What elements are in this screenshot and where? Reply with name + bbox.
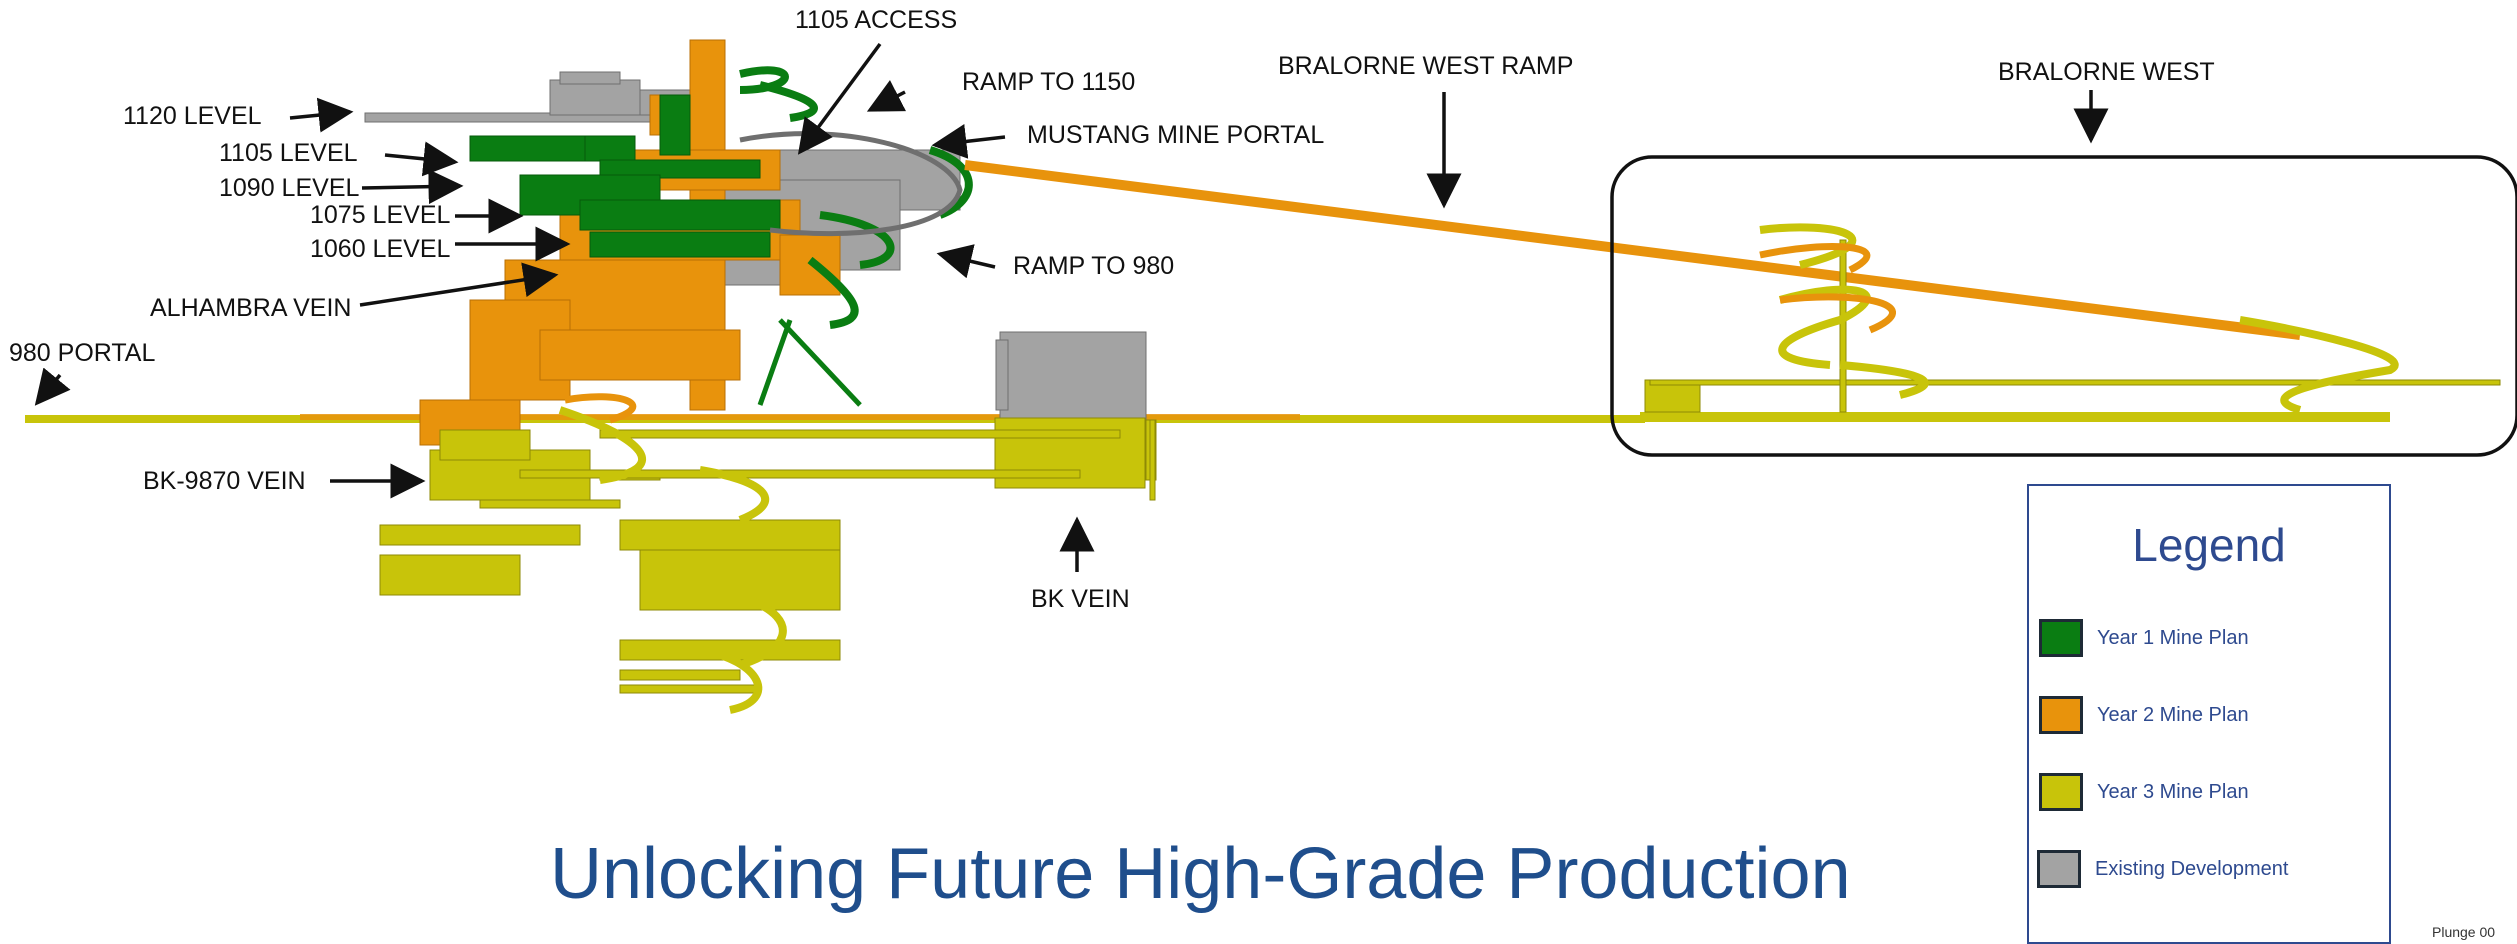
legend: Legend Year 1 Mine Plan Year 2 Mine Plan… [2027,484,2391,944]
legend-swatch-year3 [2039,773,2083,811]
label-1105-level: 1105 LEVEL [219,139,358,167]
footer-text: Plunge 00 [2432,924,2496,940]
legend-swatch-year1 [2039,619,2083,657]
page-title: Unlocking Future High-Grade Production [550,834,1851,914]
label-arrows [34,42,2109,572]
legend-item-year3: Year 3 Mine Plan [2039,770,2249,814]
label-1060-level: 1060 LEVEL [310,235,451,263]
legend-title: Legend [2132,519,2286,571]
year1-development [469,94,781,258]
label-980-portal: 980 PORTAL [9,339,156,367]
label-1090-level: 1090 LEVEL [219,174,360,202]
label-ramp-to-1150: RAMP TO 1150 [962,68,1136,96]
label-ramp-to-980: RAMP TO 980 [1013,252,1175,280]
legend-item-existing: Existing Development [2037,847,2288,891]
label-bralorne-west-ramp: BRALORNE WEST RAMP [1278,52,1574,80]
year3-stopes [379,239,2501,694]
legend-label-existing: Existing Development [2095,857,2289,880]
label-alhambra-vein: ALHAMBRA VEIN [150,294,352,322]
label-1120-level: 1120 LEVEL [123,102,262,130]
legend-swatch-existing [2037,850,2081,888]
label-bk-vein: BK VEIN [1031,585,1130,613]
year2-ramps [564,243,1897,424]
legend-item-year2: Year 2 Mine Plan [2039,693,2249,737]
bralorne-west-box [1610,155,2517,457]
label-bralorne-west: BRALORNE WEST [1998,58,2215,86]
legend-item-year1: Year 1 Mine Plan [2039,616,2249,660]
label-1075-level: 1075 LEVEL [310,201,451,229]
legend-label-year2: Year 2 Mine Plan [2097,703,2249,726]
label-1105-access: 1105 ACCESS [795,6,958,34]
bralorne-west-ramp [964,160,2301,340]
haulage-980-level [25,412,2390,423]
year3-ramps [558,223,2399,714]
legend-swatch-year2 [2039,696,2083,734]
label-mustang-mine-portal: MUSTANG MINE PORTAL [1027,121,1325,149]
legend-label-year3: Year 3 Mine Plan [2097,780,2249,803]
label-bk-9870-vein: BK-9870 VEIN [143,467,306,495]
legend-label-year1: Year 1 Mine Plan [2097,626,2249,649]
